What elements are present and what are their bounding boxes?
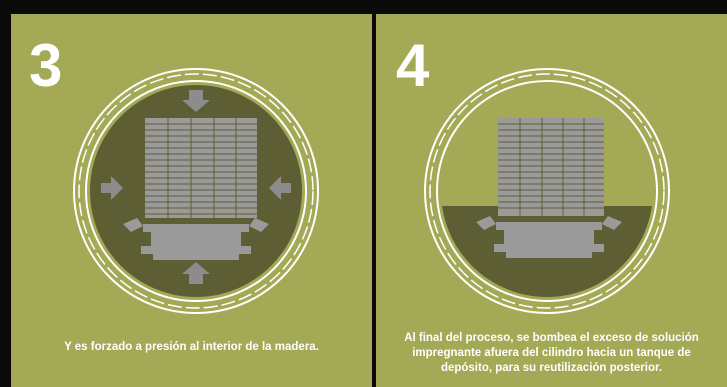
- caption-line: Al final del proceso, se bombea el exces…: [404, 332, 699, 344]
- caption-line: impregnante afuera del cilindro hacia un…: [412, 347, 691, 359]
- step-number: 3: [29, 32, 63, 99]
- wood-stack: [498, 118, 604, 216]
- cylinder-illustration: [73, 68, 319, 314]
- wood-stack: [145, 118, 257, 218]
- wood-cart: [123, 218, 269, 260]
- caption: Al final del proceso, se bombea el exces…: [376, 331, 727, 376]
- segment-ring: [78, 73, 314, 309]
- wood-cart: [476, 216, 622, 258]
- outer-ring: [73, 68, 319, 314]
- step-number: 4: [396, 32, 430, 99]
- panel-step-3: 3: [11, 14, 372, 387]
- cylinder-illustration: [424, 68, 670, 314]
- inner-ring: [85, 80, 307, 302]
- arrow-bottom: [182, 262, 210, 284]
- inner-ring: [436, 80, 658, 302]
- segment-ring: [429, 73, 665, 309]
- pressure-arrows: [101, 90, 291, 284]
- arrow-right: [269, 176, 291, 200]
- outer-ring: [424, 68, 670, 314]
- caption: Y es forzado a presión al interior de la…: [11, 340, 372, 355]
- panel-step-4: 4: [376, 14, 727, 387]
- caption-line: depósito, para su reutilización posterio…: [440, 362, 663, 374]
- arrow-top: [182, 90, 210, 112]
- arrow-left: [101, 176, 123, 200]
- caption-line: Y es forzado a presión al interior de la…: [64, 341, 319, 353]
